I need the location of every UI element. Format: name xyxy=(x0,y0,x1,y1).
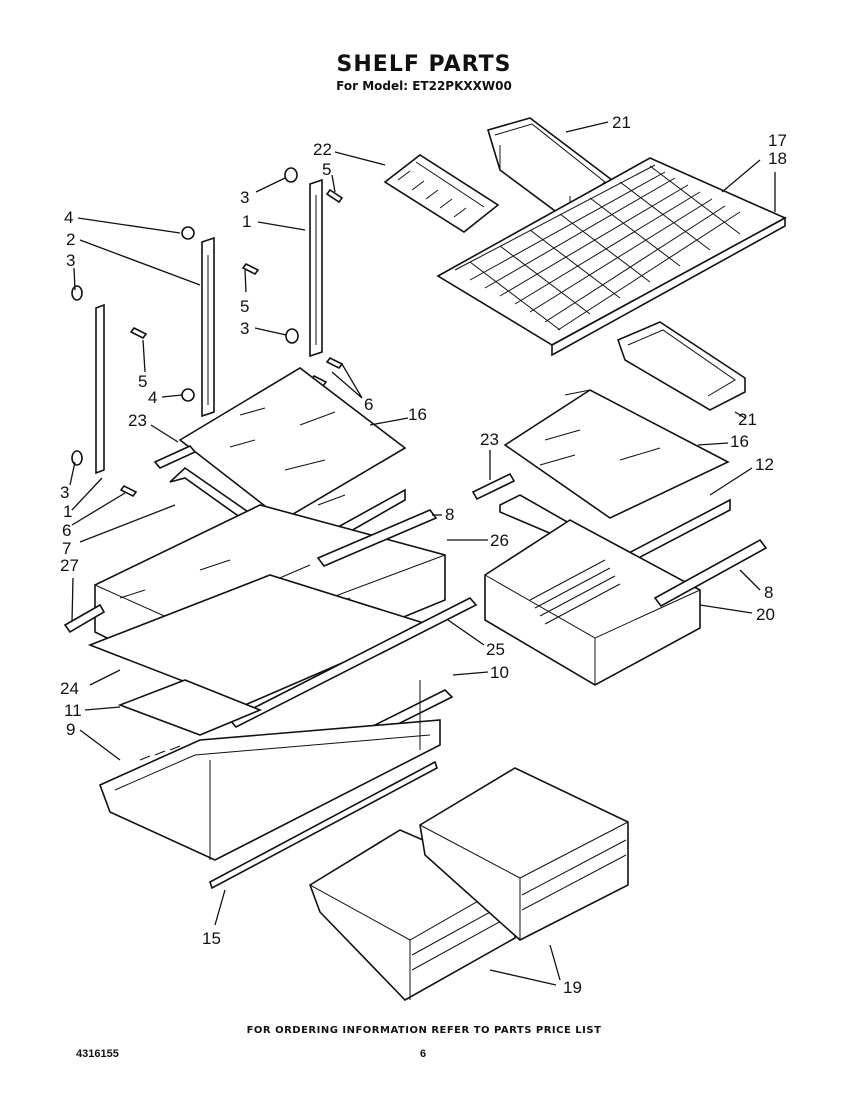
page-title: SHELF PARTS xyxy=(336,52,512,77)
callout-5: 5 xyxy=(322,160,331,179)
callout-16: 16 xyxy=(730,432,749,451)
callout-22: 22 xyxy=(313,140,332,159)
callout-11: 11 xyxy=(64,701,82,720)
callout-19: 19 xyxy=(563,978,582,997)
callout-23: 23 xyxy=(480,430,499,449)
front-rail xyxy=(209,760,438,890)
callout-4: 4 xyxy=(64,208,73,227)
callout-20: 20 xyxy=(756,605,775,624)
callout-17: 17 xyxy=(768,131,787,150)
callout-26: 26 xyxy=(490,531,509,550)
callout-5: 5 xyxy=(138,372,147,391)
callout-6: 6 xyxy=(62,521,71,540)
callout-3: 3 xyxy=(66,251,75,270)
callout-27: 27 xyxy=(60,556,79,575)
callout-21: 21 xyxy=(738,410,757,429)
callout-15: 15 xyxy=(202,929,221,948)
callout-25: 25 xyxy=(486,640,505,659)
callout-12: 12 xyxy=(755,455,774,474)
shelf-bracket-middle xyxy=(201,236,215,418)
callout-leaders xyxy=(69,121,776,986)
callout-2: 2 xyxy=(66,230,75,249)
callout-8: 8 xyxy=(764,583,773,602)
model-subtitle: For Model: ET22PKXXW00 xyxy=(336,79,512,93)
shelf-bracket-left xyxy=(95,303,105,475)
crisper-drawer-right-bottom xyxy=(419,767,629,941)
callout-1: 1 xyxy=(242,212,251,231)
callout-5: 5 xyxy=(240,297,249,316)
callout-23: 23 xyxy=(128,411,147,430)
ordering-note: FOR ORDERING INFORMATION REFER TO PARTS … xyxy=(246,1025,602,1036)
ice-tray xyxy=(383,154,500,233)
bracket-hardware xyxy=(71,167,344,498)
callout-7: 7 xyxy=(62,539,71,558)
callout-3: 3 xyxy=(240,319,249,338)
shelf-bracket-right xyxy=(309,178,323,358)
callout-24: 24 xyxy=(60,679,79,698)
callout-labels: 21 17 18 22 5 3 1 4 2 3 5 3 5 4 6 23 16 … xyxy=(60,113,787,997)
wire-shelf xyxy=(436,157,787,357)
callout-18: 18 xyxy=(768,149,787,168)
callout-21: 21 xyxy=(612,113,631,132)
page-number: 6 xyxy=(420,1048,427,1060)
door-bin-mid xyxy=(616,321,746,411)
callout-3: 3 xyxy=(240,188,249,207)
callout-8: 8 xyxy=(445,505,454,524)
meat-keeper-assembly xyxy=(98,679,454,861)
callout-9: 9 xyxy=(66,720,75,739)
callout-6: 6 xyxy=(364,395,373,414)
callout-10: 10 xyxy=(490,663,509,682)
callout-1: 1 xyxy=(63,502,72,521)
callout-16: 16 xyxy=(408,405,427,424)
callout-3: 3 xyxy=(60,483,69,502)
crisper-drawer-right xyxy=(484,519,768,686)
document-number: 4316155 xyxy=(76,1048,119,1060)
callout-4: 4 xyxy=(148,388,157,407)
